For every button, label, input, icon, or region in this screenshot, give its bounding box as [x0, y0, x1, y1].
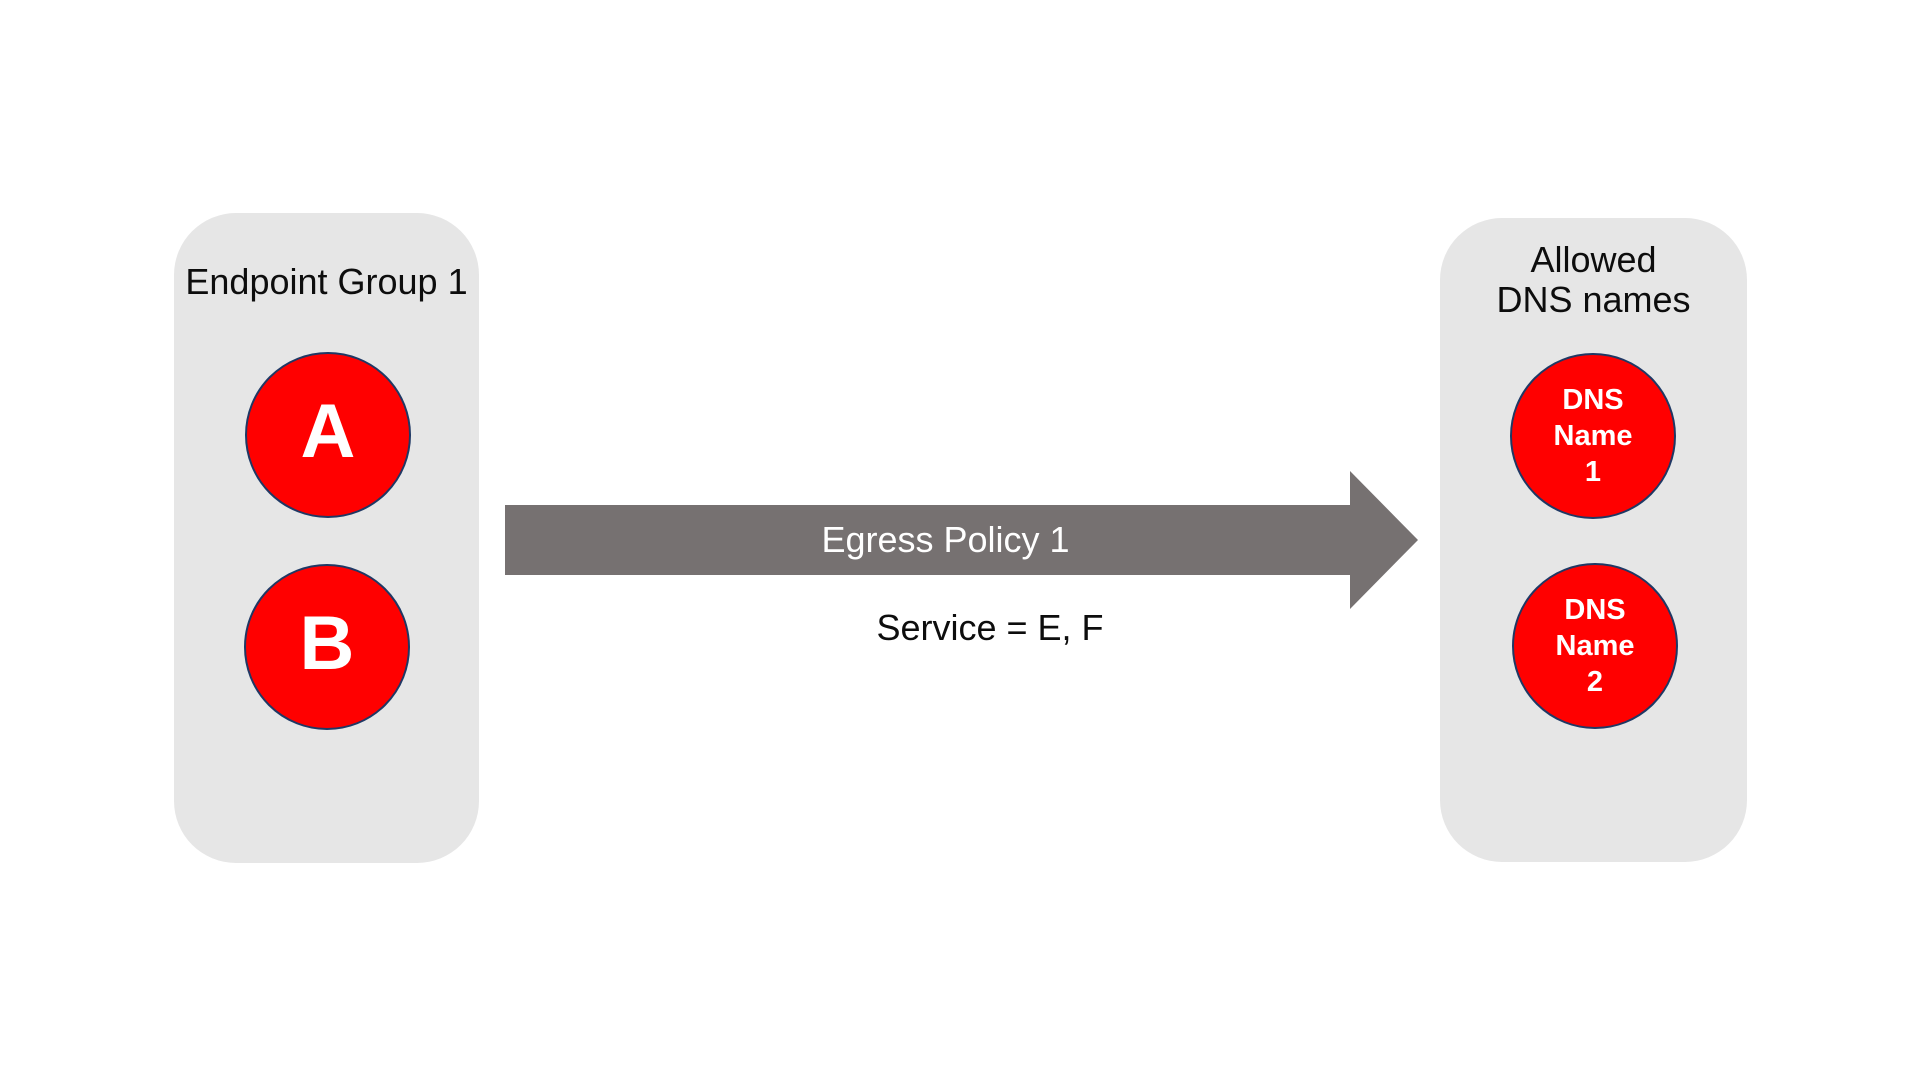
egress-arrow-head-icon [1350, 471, 1418, 609]
endpoint-node-b: B [244, 564, 410, 730]
dns-name-2-label: DNS Name 2 [1555, 594, 1635, 698]
endpoint-node-a-label: A [300, 389, 356, 474]
endpoint-group-box [174, 213, 479, 863]
egress-arrow-shaft: Egress Policy 1 [505, 505, 1350, 575]
endpoint-group-title: Endpoint Group 1 [185, 261, 468, 302]
endpoint-node-b-label: B [299, 601, 355, 686]
service-label: Service = E, F [876, 607, 1104, 648]
allowed-dns-group-box [1440, 218, 1747, 862]
dns-name-2-node: DNS Name 2 [1512, 563, 1678, 729]
egress-policy-label: Egress Policy 1 [821, 519, 1070, 560]
dns-name-1-label: DNS Name 1 [1553, 384, 1633, 488]
endpoint-node-a: A [245, 352, 411, 518]
allowed-dns-group-title: Allowed DNS names [1496, 239, 1691, 320]
dns-name-1-node: DNS Name 1 [1510, 353, 1676, 519]
